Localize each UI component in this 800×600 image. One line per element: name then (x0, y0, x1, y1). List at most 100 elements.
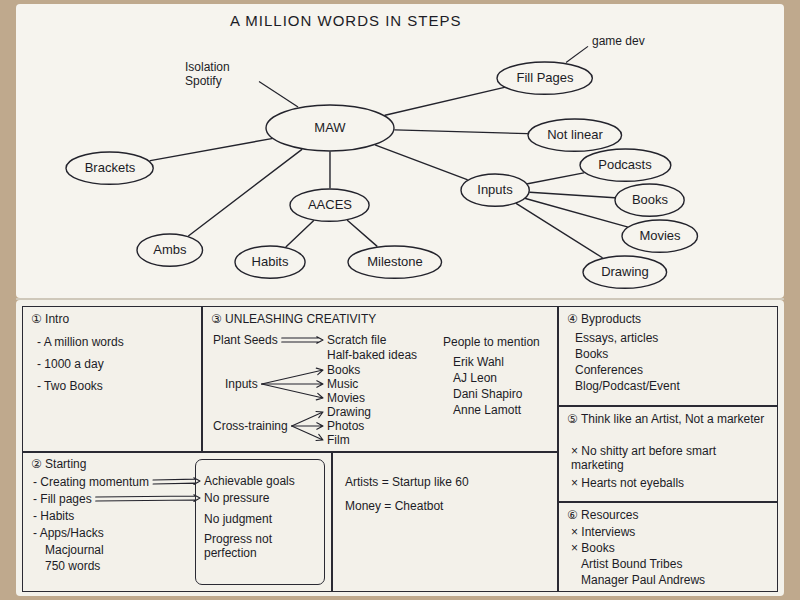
idea-text: Fill Pages (516, 70, 573, 86)
note-text: - Creating momentum (33, 475, 149, 489)
ellipse-shape (583, 256, 667, 288)
note-text: Money = Cheatbot (345, 499, 443, 513)
text-holder: AJ Leon (453, 371, 497, 385)
note-arrow (153, 478, 200, 485)
text-holder: Drawing (327, 405, 371, 419)
page-gutter (16, 298, 784, 300)
ellipse-shape (235, 246, 305, 278)
note-text: Macjournal (45, 543, 104, 557)
note-arrow (292, 426, 323, 441)
idea-ellipse: Movies (621, 219, 698, 253)
text-holder: Plant Seeds (213, 333, 278, 347)
branch-line (395, 130, 528, 134)
idea-text: Books (632, 192, 668, 208)
idea-text: Ambs (153, 242, 186, 258)
ellipse-shape (266, 105, 394, 151)
note-text: Artist Bound Tribes (581, 557, 682, 571)
label-holder: game dev (592, 34, 645, 48)
text-holder: ① Intro (31, 312, 69, 326)
text-holder: × No shitty art before smart marketing (571, 444, 771, 472)
branch-line (530, 192, 615, 197)
note-text: Erik Wahl (453, 355, 504, 369)
note-text: No judgment (204, 512, 272, 526)
leader-line (566, 46, 588, 62)
branch-line (286, 221, 313, 247)
idea-ellipse: Milestone (347, 245, 443, 279)
idea-text: AACES (308, 197, 352, 213)
note-text: People to mention (443, 335, 540, 349)
branch-line (525, 198, 627, 226)
bottom-page (16, 300, 784, 596)
label-holder: Isolation Spotify (185, 60, 255, 89)
text-holder: - A million words (37, 335, 124, 349)
idea-text: Brackets (85, 160, 136, 176)
note-text: - A million words (37, 335, 124, 349)
text-holder: Music (327, 377, 358, 391)
text-holder: ④ Byproducts (567, 312, 641, 326)
text-holder: Manager Paul Andrews (581, 573, 705, 587)
text-holder: Anne Lamott (453, 403, 521, 417)
ellipse-shape (137, 234, 203, 266)
note-text: Film (327, 433, 350, 447)
idea-text: Milestone (367, 254, 423, 270)
note-text: - Apps/Hacks (33, 526, 104, 540)
note-arrow (262, 368, 323, 384)
branch-line (150, 139, 271, 161)
idea-text: Drawing (601, 264, 649, 280)
text-holder: Artist Bound Tribes (581, 557, 682, 571)
section-heading: ① Intro (31, 312, 69, 326)
branch-line (189, 150, 302, 236)
ellipse-shape (66, 152, 153, 184)
note-text: Drawing (327, 405, 371, 419)
note-text: Books (575, 347, 608, 361)
top-page (16, 4, 784, 298)
text-holder: Dani Shapiro (453, 387, 522, 401)
note-arrow (282, 337, 323, 344)
note-section: ① Intro- A million words- 1000 a day- Tw… (22, 306, 202, 452)
text-holder: - Fill pages (33, 492, 92, 506)
note-section: ③ UNLEASHING CREATIVITY Plant Seeds Scratc… (202, 306, 558, 452)
branch-line (516, 204, 602, 258)
text-holder: Books (575, 347, 608, 361)
note-text: AJ Leon (453, 371, 497, 385)
text-holder: ③ UNLEASHING CREATIVITY (211, 312, 376, 326)
branch-line (348, 220, 377, 246)
note-label: Isolation Spotify (185, 60, 255, 89)
text-holder: Cross-training (213, 419, 288, 433)
page-title: A MILLION WORDS IN STEPS (230, 12, 462, 29)
note-text: Half-baked ideas (327, 348, 417, 362)
note-text: Anne Lamott (453, 403, 521, 417)
note-label: game dev (592, 34, 645, 48)
text-holder: - Creating momentum (33, 475, 149, 489)
idea-text: Movies (639, 228, 680, 244)
branch-line (385, 87, 504, 115)
idea-text: Podcasts (598, 157, 651, 173)
note-section: Achievable goalsNo pressureNo judgmentPr… (195, 459, 325, 585)
idea-ellipse: Fill Pages (496, 61, 593, 95)
text-holder: Essays, articles (575, 331, 658, 345)
branch-line (376, 145, 468, 179)
ellipse-shape (290, 189, 369, 221)
section-heading: Achievable goals (204, 474, 295, 488)
note-text: Scratch file (327, 333, 386, 347)
idea-ellipse: Inputs (460, 173, 530, 207)
note-section: ④ ByproductsEssays, articlesBooksConfere… (558, 306, 778, 406)
idea-ellipse: Drawing (582, 255, 668, 289)
text-holder: ⑤ Think like an Artist, Not a marketer (567, 412, 767, 426)
text-holder: 750 words (45, 559, 100, 573)
text-holder: × Books (571, 541, 615, 555)
note-text: Cross-training (213, 419, 288, 433)
text-holder: Artists = Startup like 60 (345, 475, 469, 489)
idea-ellipse: AACES (289, 188, 370, 222)
note-text: 750 words (45, 559, 100, 573)
note-text: No pressure (204, 491, 269, 505)
note-text: - 1000 a day (37, 357, 104, 371)
branch-line (528, 173, 584, 184)
note-text: × No shitty art before smart marketing (571, 444, 771, 472)
idea-text: Inputs (477, 182, 512, 198)
text-holder: Half-baked ideas (327, 348, 417, 362)
section-heading: ⑥ Resources (567, 508, 638, 522)
